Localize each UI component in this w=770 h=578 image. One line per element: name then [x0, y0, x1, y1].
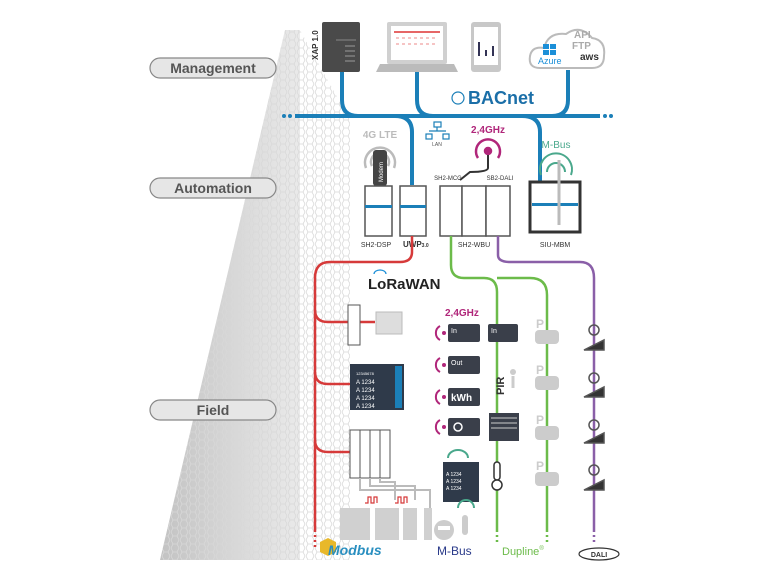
meter-line: A 1234 [446, 486, 462, 492]
siu-mbm-label: SIU-MBM [540, 242, 571, 249]
modbus-label: Modbus [328, 542, 382, 558]
cloud-icon: API FTP Azure aws [528, 28, 606, 69]
thermometer-icon [491, 461, 503, 491]
modbus-field-devices: 12345678 A 1234 A 1234 A 1234 A 1234 [340, 304, 432, 540]
lorawan-label: LoRaWAN [368, 276, 441, 293]
svg-text:P: P [536, 413, 544, 427]
laptop-icon [376, 22, 458, 72]
cloud-api-label: API [574, 30, 591, 41]
layer-management: Management [149, 57, 277, 79]
sh2mcg-label: SH2-MCG [434, 176, 462, 182]
siu-mbm-device: SIU-MBM [528, 160, 582, 249]
modbus-branch-3 [313, 439, 350, 454]
modbus-line [313, 236, 414, 530]
dupline-in-label: In [491, 328, 497, 335]
lan-label: LAN [432, 142, 442, 148]
dupline-input-module: In [488, 324, 518, 342]
dupline-line-1 [449, 236, 499, 530]
wireless-input-module: In [434, 324, 480, 342]
dupline-line-2 [497, 276, 549, 530]
dupline-logo: Dupline® [502, 545, 544, 558]
dali-lamps [583, 324, 605, 491]
lte-label: 4G LTE [363, 130, 398, 141]
modbus-branch-2 [313, 371, 350, 386]
parking-sensors: P P P P [535, 317, 559, 486]
modem-label: Modem [379, 162, 385, 182]
sb2dali-label: SB2-DALI [487, 176, 514, 182]
hierarchy-pyramid [160, 30, 350, 560]
blind-shutter-icon [489, 413, 519, 441]
aws-logo: aws [580, 52, 599, 63]
layer-automation: Automation [149, 177, 277, 199]
sh2dsp-label: SH2-DSP [361, 242, 392, 249]
layer-label-automation: Automation [174, 180, 252, 196]
modbus-branch-1 [313, 309, 375, 324]
azure-logo: Azure [538, 56, 562, 66]
wifi-antenna-icon [459, 138, 502, 181]
wireless-energy-module: kWh [434, 388, 480, 406]
wireless-light-module [434, 418, 480, 436]
bacnet-logo: BACnet [451, 88, 534, 108]
mbus-wireless-label: M-Bus [542, 140, 571, 151]
lan-icon: LAN [425, 121, 450, 148]
meter-line: A 1234 [356, 396, 375, 402]
wireless-out-label: Out [451, 360, 462, 367]
uwp-label: UWP3.0 [403, 240, 429, 249]
layer-field: Field [149, 399, 277, 421]
modbus-logo: Modbus [320, 538, 382, 558]
meter-line: A 1234 [356, 404, 375, 410]
svg-text:P: P [536, 363, 544, 377]
mbus-antenna-icon [539, 152, 573, 176]
xap-label: XAP 1.0 [311, 30, 320, 60]
pir-label: PIR [495, 377, 507, 395]
meter-line: 12345678 [356, 371, 375, 376]
sh2-module-group: SH2-WBU [439, 185, 511, 249]
lorawan-logo: LoRaWAN [368, 269, 441, 293]
dali-logo: DALI [578, 547, 620, 561]
pir-sensor: PIR [495, 369, 516, 395]
meter-line: A 1234 [446, 479, 462, 485]
meter-line: A 1234 [446, 472, 462, 478]
wireless-kwh-label: kWh [451, 393, 472, 404]
meter-line: A 1234 [356, 388, 375, 394]
bacnet-bus [295, 70, 600, 185]
uwp-controller: UWP3.0 [399, 185, 429, 249]
meter-line: A 1234 [356, 380, 375, 386]
xap-controller: XAP 1.0 [311, 22, 360, 72]
dali-line [496, 236, 596, 530]
wireless-in-label: In [451, 328, 457, 335]
bacnet-label: BACnet [468, 88, 534, 108]
layer-label-management: Management [170, 60, 256, 76]
layer-label-field: Field [197, 402, 230, 418]
sh2wbu-label: SH2-WBU [458, 242, 490, 249]
mbus-meter-device: A 1234 A 1234 A 1234 [434, 449, 479, 540]
svg-text:P: P [536, 459, 544, 473]
wireless-output-module: Out [434, 356, 480, 374]
field-wifi-label: 2,4GHz [445, 308, 479, 319]
dali-label: DALI [591, 552, 607, 559]
modem-device: Modem SH2-DSP [361, 150, 393, 249]
cloud-ftp-label: FTP [572, 41, 591, 52]
svg-text:P: P [536, 317, 544, 331]
mbus-logo: M-Bus [437, 544, 472, 558]
wifi-24ghz-label: 2,4GHz [471, 125, 505, 136]
smartphone-icon [471, 22, 501, 72]
